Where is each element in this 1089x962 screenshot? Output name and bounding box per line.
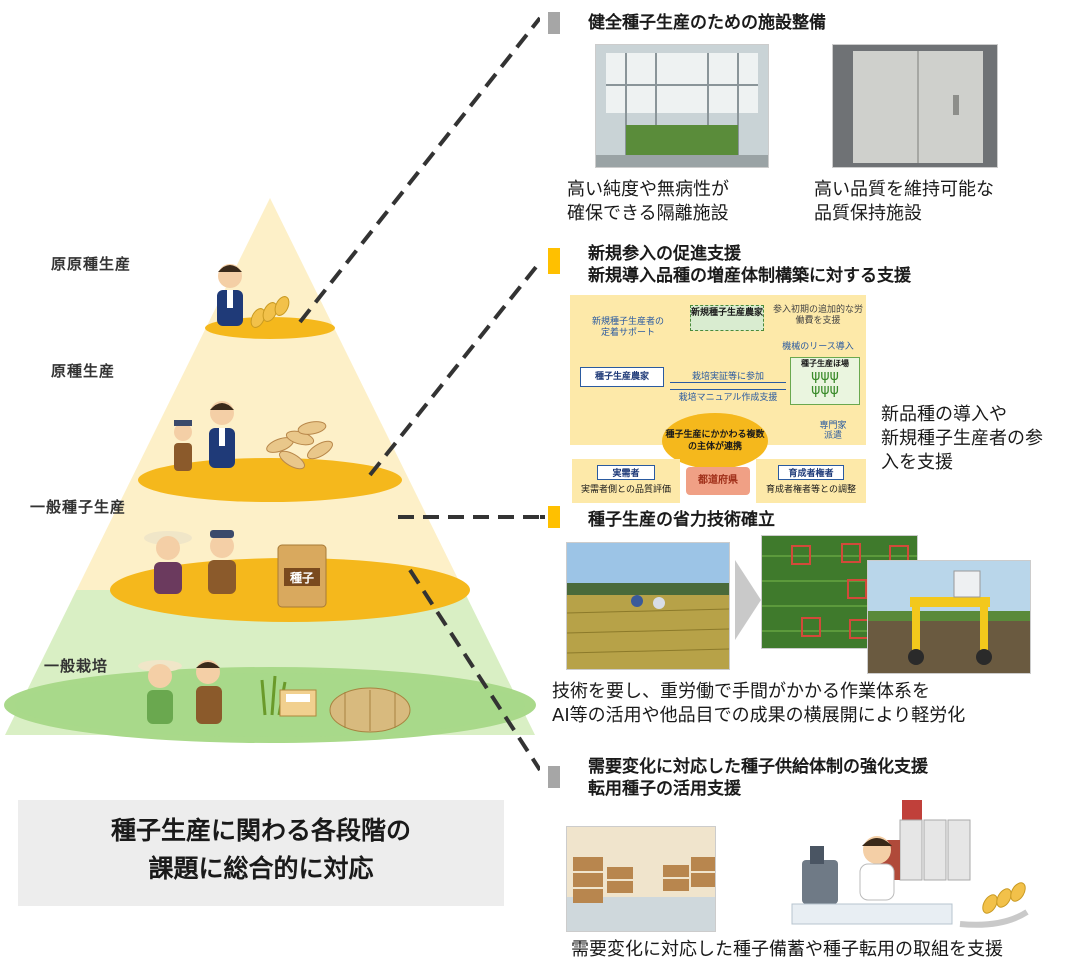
section-2-title: 新規参入の促進支援 新規導入品種の増産体制構築に対する支援 [588, 243, 911, 287]
farmer-box: 種子生産農家 [580, 367, 664, 387]
trial-text: 栽培実証等に参加 [670, 369, 786, 383]
curved-arrow-icon [959, 909, 1029, 928]
user-label: 実需者 [597, 465, 655, 480]
microscope-icon [802, 846, 838, 904]
caption-line: 確保できる隔離施設 [567, 203, 729, 224]
section-2-marker [548, 248, 560, 274]
manual-text: 栽培マニュアル作成支援 [670, 389, 786, 403]
section-4-caption: 需要変化に対応した種子備蓄や種子転用の取組を支援 [571, 939, 1003, 960]
man-farmer-icon [208, 530, 236, 594]
breeder-area: 育成者権者 育成者権者等との調整 [756, 459, 866, 503]
silo-icon [878, 800, 971, 881]
elder-person-icon [174, 420, 192, 471]
seed-warehouse-photo [566, 826, 716, 932]
connector-1 [298, 16, 540, 324]
caption-line: 入を支援 [881, 452, 953, 473]
caption-line: 新品種の導入や [881, 404, 1007, 425]
caption-line: 技術を要し、重労働で手間がかかる作業体系を [552, 681, 930, 702]
field-work-photo [566, 542, 730, 670]
seed-pile-icon [266, 421, 333, 470]
lab-bench [791, 903, 953, 925]
field-robot-photo [867, 560, 1031, 674]
user-eval-text: 実需者側との品質評価 [581, 485, 671, 495]
level-label-original-original: 原原種生産 [51, 255, 132, 273]
section-3-caption: 技術を要し、重労働で手間がかかる作業体系を AI等の活用や他品目での成果の横展開… [552, 680, 965, 728]
connector-4 [408, 568, 540, 772]
pyramid-cream-zone [5, 198, 535, 600]
person-mid-icon [209, 401, 235, 468]
expert-text: 専門家派遣 [819, 421, 847, 441]
caption-line: 高い品質を維持可能な [814, 179, 994, 200]
summary-box: 種子生産に関わる各段階の 課題に総合的に対応 [18, 800, 504, 906]
title-line: 新規参入の促進支援 [588, 244, 741, 264]
seed-grains-top-icon [250, 296, 290, 328]
new-farmer-box: 新規種子生産農家 [690, 305, 764, 331]
farmer-woman-icon [138, 660, 182, 724]
woman-farmer-icon [144, 531, 192, 594]
lease-text: 機械のリース導入 [782, 342, 854, 352]
rice-measure-box-icon [279, 689, 317, 717]
support-left-text: 新規種子生産者の定着サポート [591, 317, 664, 338]
breeder-adj-text: 育成者権者等との調整 [766, 485, 856, 495]
level-label-general-cultivation: 一般栽培 [44, 657, 109, 675]
isolation-facility-photo [595, 44, 769, 168]
summary-line-1: 種子生産に関わる各段階の [110, 816, 411, 845]
support-right-text: 参入初期の追加的な労働費を支援 [772, 305, 863, 326]
rice-bale-icon [329, 687, 411, 733]
caption-line: AI等の活用や他品目での成果の横展開により軽労化 [552, 705, 966, 726]
section-1-caption-2: 高い品質を維持可能な 品質保持施設 [814, 178, 994, 226]
seed-bag-label: 種子 [290, 570, 314, 585]
title-line: 需要変化に対応した種子供給体制の強化支援 [588, 757, 928, 777]
level-label-general-seed: 一般種子生産 [30, 498, 127, 516]
breeder-label: 育成者権者 [778, 465, 844, 480]
arrow-right-icon [735, 560, 761, 640]
field-label: 種子生産ほ場 [801, 359, 849, 368]
section-3-marker [548, 506, 560, 528]
seed-bag-icon: 種子 [277, 544, 327, 608]
quality-storage-photo [832, 44, 998, 168]
connector-ends [540, 515, 545, 519]
title-line: 新規導入品種の増産体制構築に対する支援 [588, 266, 911, 286]
caption-line: 高い純度や無病性が [567, 179, 729, 200]
section-1-title: 健全種子生産のための施設整備 [588, 13, 826, 33]
section-1-caption-1: 高い純度や無病性が 確保できる隔離施設 [567, 178, 729, 226]
lab-and-silo-illustration [791, 800, 1029, 928]
plate-green [15, 673, 525, 737]
seed-production-pyramid: 種子 [4, 16, 540, 772]
person-top-icon [217, 264, 243, 326]
section-3-title: 種子生産の省力技術確立 [588, 510, 775, 530]
section-1-marker [548, 12, 560, 34]
caption-line: 新規種子生産者の参 [881, 428, 1043, 449]
seed-grains-icon [982, 882, 1026, 914]
summary-line-2: 課題に総合的に対応 [148, 854, 374, 883]
support-scheme-diagram: 新規種子生産農家 新規種子生産者の定着サポート 参入初期の追加的な労働費を支援 … [570, 295, 866, 503]
section-2-caption: 新品種の導入や 新規種子生産者の参 入を支援 [881, 403, 1043, 475]
title-line: 転用種子の活用支援 [588, 779, 741, 799]
plate-level-2 [138, 458, 402, 502]
scientist-icon [859, 836, 895, 901]
level-label-original: 原種生産 [51, 362, 116, 380]
connector-2 [368, 260, 540, 477]
connectors [298, 16, 540, 772]
pref-box: 都道府県 [686, 467, 750, 495]
section-4-marker [548, 766, 560, 788]
section-4-title: 需要変化に対応した種子供給体制の強化支援 転用種子の活用支援 [588, 756, 928, 800]
user-area: 実需者 実需者側との品質評価 [572, 459, 680, 503]
caption-line: 品質保持施設 [814, 203, 922, 224]
farmer-man-icon [196, 660, 222, 724]
